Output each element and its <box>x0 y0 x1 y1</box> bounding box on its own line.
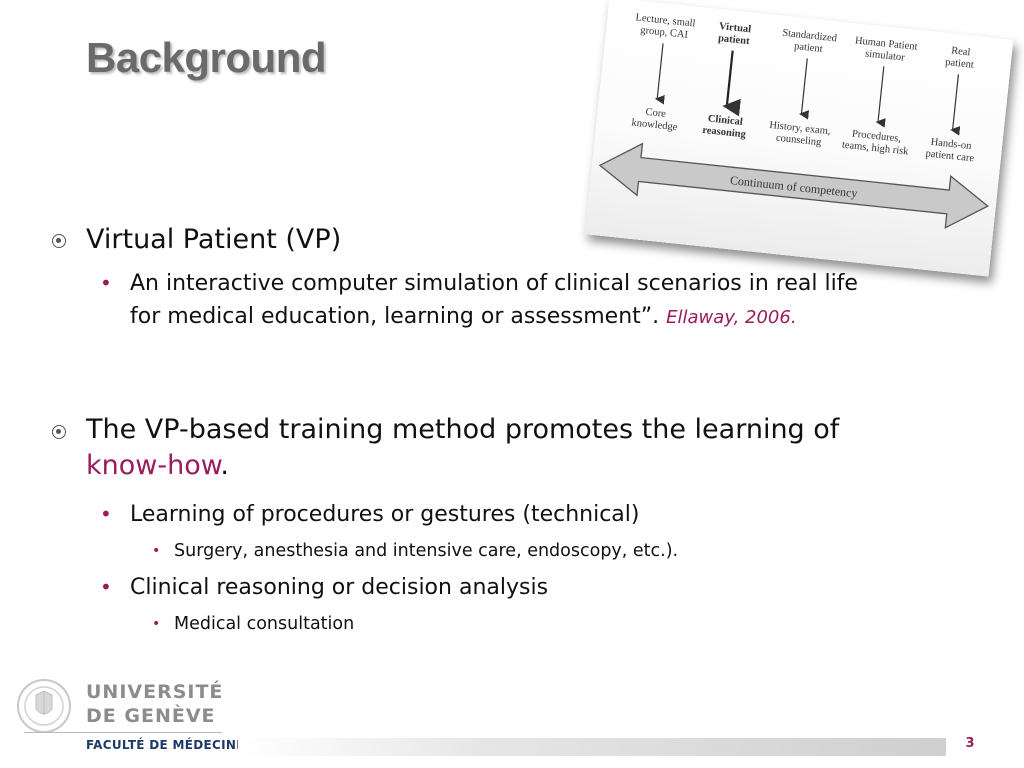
col2-bottom-label: Clinical <box>707 113 743 128</box>
page-number: 3 <box>965 736 975 751</box>
col2-arrow <box>722 50 741 117</box>
col5-top-label: Real <box>951 45 971 58</box>
slide-title: Background <box>86 34 327 81</box>
circle-bullet-icon <box>52 425 66 439</box>
competency-continuum-figure: Lecture, small group, CAI Core knowledge… <box>584 0 1014 277</box>
col2-bottom-label-2: reasoning <box>702 125 747 141</box>
col3-top-label-2: patient <box>794 41 824 55</box>
citation: Ellaway, 2006. <box>666 307 797 328</box>
know-how-highlight: know-how <box>86 450 221 481</box>
sub-sub-bullet-surgery: Surgery, anesthesia and intensive care, … <box>174 541 679 561</box>
vp-definition-line-1: An interactive computer simulation of cl… <box>130 271 858 296</box>
method-line-1: The VP-based training method promotes th… <box>86 414 840 445</box>
col5-top-label-2: patient <box>945 57 975 71</box>
col2-top-label-2: patient <box>718 33 751 47</box>
col2-top-label: Virtual <box>718 21 751 35</box>
footer-divider <box>24 732 222 733</box>
col4-top-label-2: simulator <box>865 48 906 63</box>
sub-bullet-clinical-reasoning: Clinical reasoning or decision analysis <box>130 575 549 600</box>
col3-bottom-label-2: counseling <box>775 133 822 149</box>
dot-bullet-icon: • <box>100 575 112 599</box>
col5-bottom-label-2: patient care <box>925 148 975 164</box>
col1-arrow <box>654 43 665 105</box>
bullet-method: The VP-based training method promotes th… <box>86 412 986 484</box>
col5-arrow <box>950 74 961 136</box>
university-line-1: UNIVERSITÉ <box>86 681 224 703</box>
university-line-2: DE GENÈVE <box>86 705 216 727</box>
sub-bullet-procedures: Learning of procedures or gestures (tech… <box>130 502 640 527</box>
col1-bottom-label-2: knowledge <box>631 117 678 133</box>
method-period: . <box>220 450 229 481</box>
bullet-vp-definition: An interactive computer simulation of cl… <box>130 267 970 334</box>
circle-bullet-icon <box>52 234 66 248</box>
small-dot-bullet-icon: • <box>152 616 161 632</box>
continuum-diagram: Lecture, small group, CAI Core knowledge… <box>598 12 989 229</box>
small-dot-bullet-icon: • <box>152 543 161 559</box>
col4-arrow <box>875 66 886 128</box>
col5-bottom-label: Hands-on <box>930 137 972 152</box>
dot-bullet-icon: • <box>100 502 112 526</box>
col1-bottom-label: Core <box>645 107 667 120</box>
sub-sub-bullet-consultation: Medical consultation <box>174 614 355 634</box>
continuum-double-arrow <box>598 142 989 229</box>
vp-definition-line-2: for medical education, learning or asses… <box>130 304 660 329</box>
footer-gradient-bar <box>238 738 946 756</box>
bullet-vp-heading: Virtual Patient (VP) <box>86 224 342 255</box>
university-logo-text: UNIVERSITÉ DE GENÈVE <box>86 680 223 728</box>
university-seal-icon <box>17 679 71 733</box>
dot-bullet-icon: • <box>100 271 112 295</box>
col3-arrow <box>799 58 810 120</box>
faculty-name: FACULTÉ DE MÉDECINE <box>86 738 245 752</box>
col1-top-label-2: group, CAI <box>640 25 689 41</box>
col4-bottom-label: Procedures, <box>851 129 901 145</box>
